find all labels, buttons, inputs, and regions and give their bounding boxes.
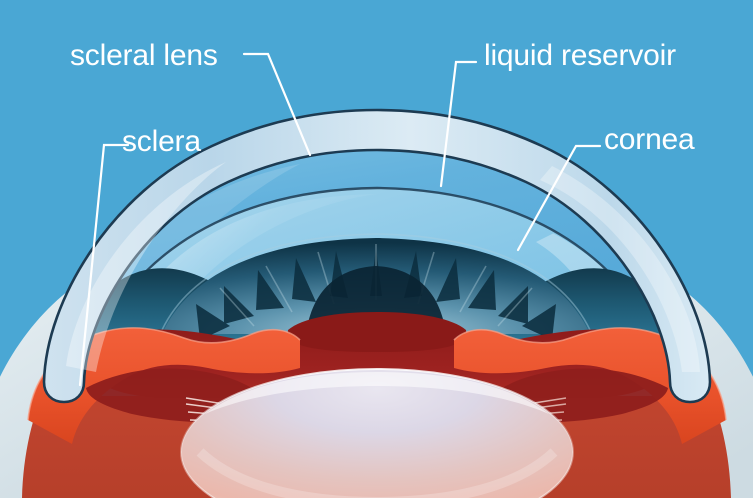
label-scleral-lens: scleral lens <box>70 39 218 72</box>
leader-scleral-lens <box>242 52 312 157</box>
leader-sclera <box>78 143 130 387</box>
label-cornea: cornea <box>604 123 695 156</box>
label-liquid-reservoir: liquid reservoir <box>484 39 676 72</box>
leader-liquid-reservoir <box>439 60 478 188</box>
label-sclera: sclera <box>122 125 201 158</box>
leader-cornea <box>516 144 602 252</box>
crystalline-lens <box>180 368 574 498</box>
leader-lines <box>78 52 602 387</box>
scleral-lens <box>42 108 712 404</box>
